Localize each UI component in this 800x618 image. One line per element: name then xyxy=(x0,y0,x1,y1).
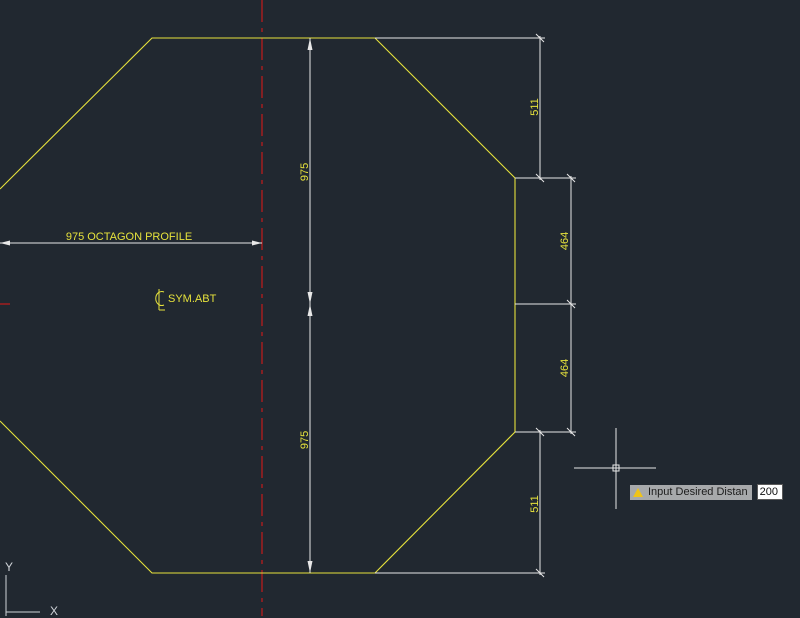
right-bottom-dimension[interactable] xyxy=(535,427,545,578)
extension-lines xyxy=(375,37,576,574)
dim-text-right-mid-upper-464: 464 xyxy=(559,232,571,250)
dim-text-right-bottom-511: 511 xyxy=(529,495,541,513)
command-prompt: Input Desired Distan xyxy=(630,484,752,500)
profile-horizontal-dimension[interactable] xyxy=(0,240,262,246)
right-middle-dimension[interactable] xyxy=(566,173,576,437)
octagon-profile[interactable] xyxy=(0,37,516,574)
profile-label: 975 OCTAGON PROFILE xyxy=(66,231,192,243)
dim-text-right-top-511: 511 xyxy=(529,98,541,116)
centerline-symbol-icon xyxy=(155,289,165,311)
dim-text-right-mid-lower-464: 464 xyxy=(559,359,571,377)
symbol-label: SYM.ABT xyxy=(168,293,217,305)
ucs-icon xyxy=(5,575,40,616)
ucs-x-label: X xyxy=(50,604,59,618)
dynamic-input-tooltip: Input Desired Distan 200 xyxy=(630,484,783,500)
command-prompt-text: Input Desired Distan xyxy=(648,485,748,498)
distance-input[interactable]: 200 xyxy=(756,484,783,500)
right-top-dimension[interactable] xyxy=(535,33,545,183)
ucs-y-label: Y xyxy=(5,560,14,574)
dim-text-lower-975: 975 xyxy=(299,431,311,449)
dim-text-upper-975: 975 xyxy=(299,163,311,181)
center-vertical-dimension[interactable] xyxy=(307,38,313,573)
crosshair-cursor-icon xyxy=(574,428,656,509)
warning-icon xyxy=(633,487,643,497)
